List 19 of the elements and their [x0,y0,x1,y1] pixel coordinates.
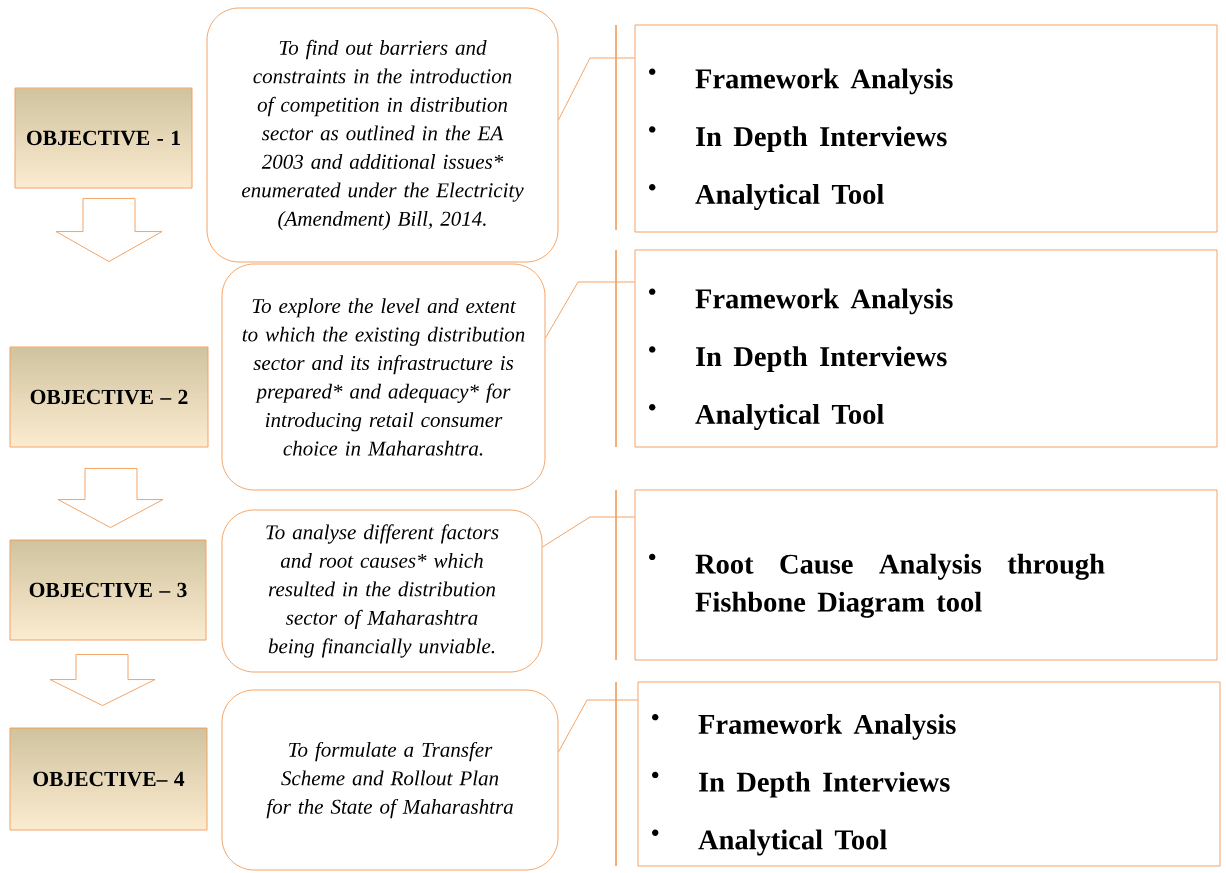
callout-connector [545,249,635,448]
callout-connector [558,24,635,231]
callout-connector [542,489,635,661]
block-arrow [49,654,156,706]
methods-box: Framework Analysis In Depth Interviews Analytical Tool [637,681,1221,867]
objective-box: OBJECTIVE - 1 [14,87,193,189]
description-callout: To find out barriers and constraints in the introduction of competition in distribution sector as outlined in the EA 2003 and additional issues* enumerated under the Electricity (Amendment) Bill, 2014. [206,7,559,263]
description-callout: To formulate a Transfer Scheme and Rollout Plan for the State of Maharashtra [221,689,559,871]
callout-connector [558,681,638,867]
objective-box: OBJECTIVE – 2 [9,346,209,448]
methods-box: Root Cause Analysis through Fishbone Diagram tool [634,489,1218,661]
block-arrow [55,198,163,262]
description-callout: To analyse different factors and root causes* which resulted in the distribution sector of Maharashtra being financially unviable. [221,509,543,673]
methods-box: Framework Analysis In Depth Interviews Analytical Tool [634,24,1218,233]
objective-box: OBJECTIVE – 3 [9,539,207,641]
description-callout: To explore the level and extent to which the existing distribution sector and its infrastructure is prepared* and adequacy* for introducing retail consumer choice in Maharashtra. [221,263,546,491]
block-arrow [57,468,164,528]
methods-box: Framework Analysis In Depth Interviews Analytical Tool [634,249,1218,448]
objective-box: OBJECTIVE– 4 [9,727,208,831]
